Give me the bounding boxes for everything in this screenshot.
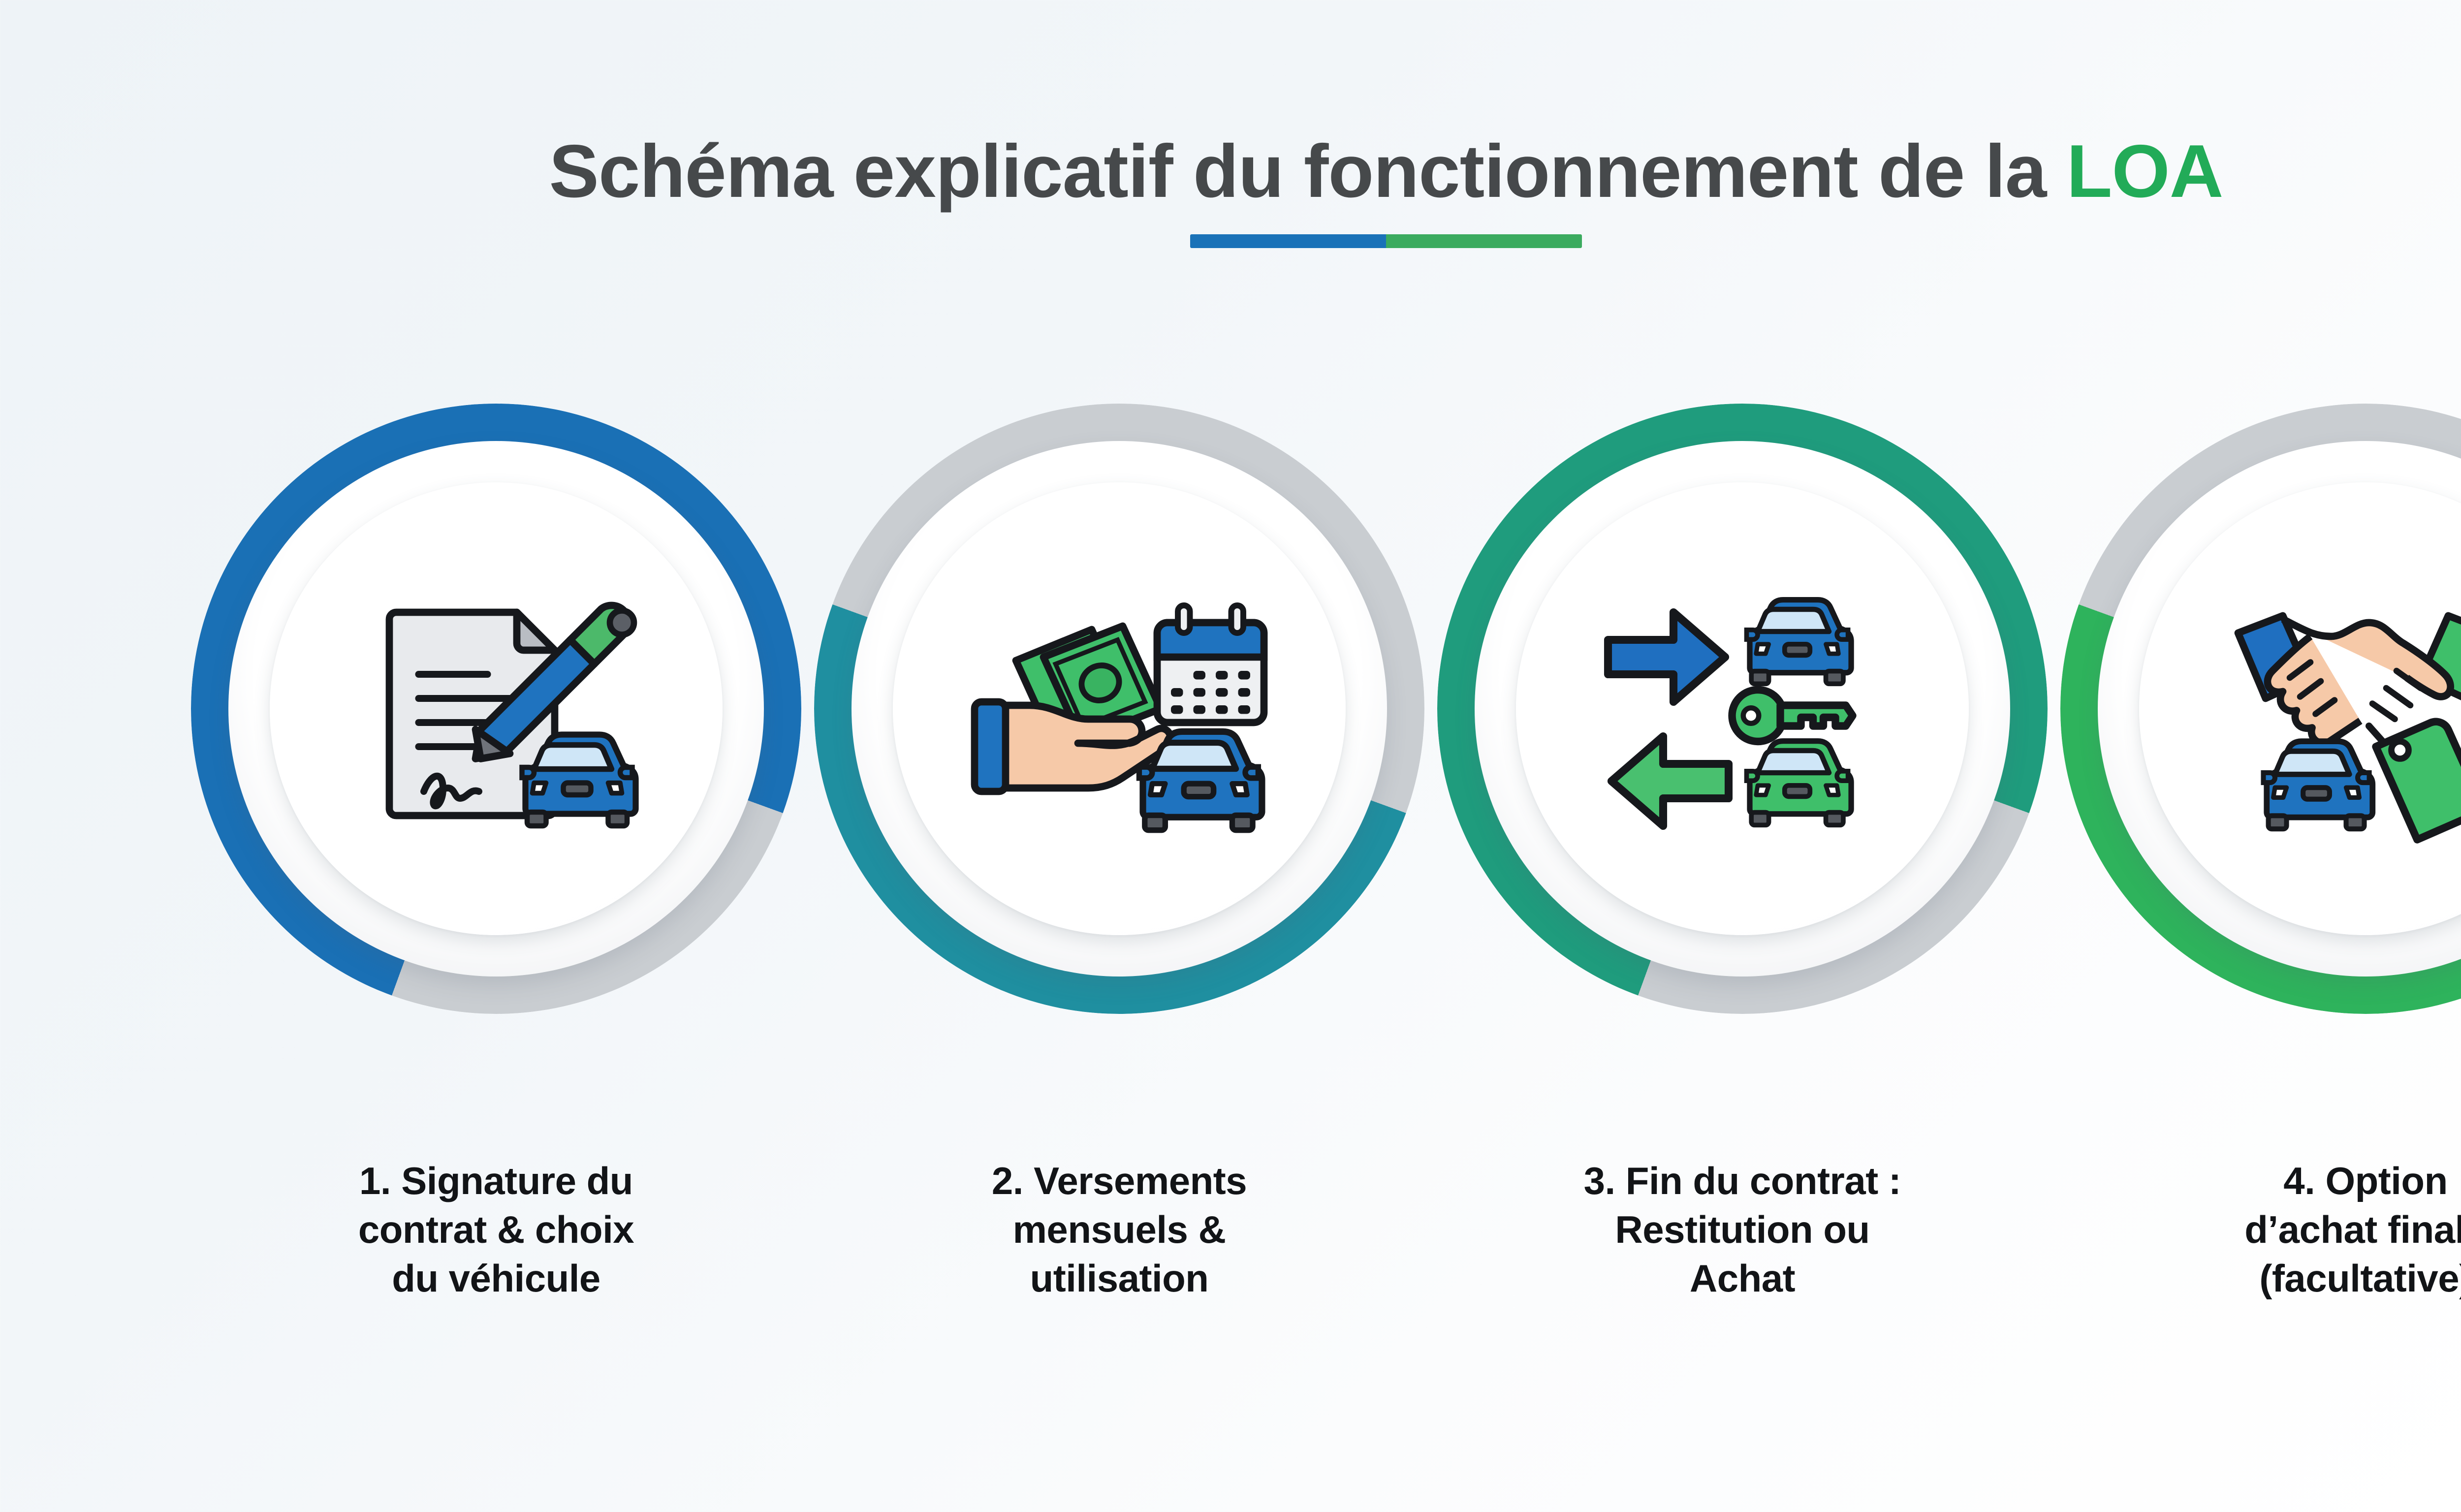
step-2-caption-line-2: mensuels & bbox=[1012, 1208, 1226, 1252]
handshake-icon bbox=[2234, 612, 2461, 747]
step-2-icon-disc bbox=[893, 482, 1346, 935]
step-4-caption-line-2: d’achat finale bbox=[2244, 1208, 2461, 1252]
page-header: Schéma explicatif du fonctionnement de l… bbox=[0, 0, 2461, 345]
pen-icon bbox=[472, 601, 637, 762]
step-4[interactable]: 4. Option d’achat finale (facultative) bbox=[2001, 404, 2461, 1477]
step-4-caption-line-1: 4. Option bbox=[2283, 1159, 2448, 1202]
page-title: Schéma explicatif du fonctionnement de l… bbox=[0, 0, 2461, 209]
step-2-ring-wrap bbox=[814, 404, 1424, 1093]
green-price-tag-icon bbox=[2366, 718, 2461, 844]
step-1-caption: 1. Signature du contrat & choix du véhic… bbox=[132, 1157, 860, 1303]
blue-car-icon bbox=[519, 731, 639, 829]
step-2-caption: 2. Versements mensuels & utilisation bbox=[755, 1157, 1483, 1303]
step-2[interactable]: 2. Versements mensuels & utilisation bbox=[755, 404, 1483, 1477]
hand-holding-money-icon bbox=[971, 698, 1174, 795]
step-4-caption: 4. Option d’achat finale (facultative) bbox=[2001, 1157, 2461, 1303]
step-3-caption-line-2: Restitution ou bbox=[1615, 1208, 1870, 1252]
blue-car-icon bbox=[1744, 597, 1854, 687]
step-2-caption-line-1: 2. Versements bbox=[991, 1159, 1247, 1202]
signature-icon bbox=[420, 772, 482, 810]
step-3-icon-disc bbox=[1516, 482, 1969, 935]
step-2-caption-line-3: utilisation bbox=[1030, 1257, 1209, 1300]
step-3[interactable]: 3. Fin du contrat : Restitution ou Achat bbox=[1378, 404, 2107, 1477]
step-3-caption: 3. Fin du contrat : Restitution ou Achat bbox=[1378, 1157, 2107, 1303]
step-4-caption-line-3: (facultative) bbox=[2259, 1257, 2461, 1300]
title-underline-left-segment bbox=[1190, 234, 1386, 248]
step-1-caption-line-1: 1. Signature du bbox=[359, 1159, 633, 1202]
step-1-icon-disc bbox=[270, 482, 723, 935]
step-4-ring-wrap bbox=[2060, 404, 2461, 1093]
title-underline bbox=[1190, 234, 1582, 248]
arrow-left-green-icon bbox=[1607, 732, 1733, 830]
calendar-icon bbox=[1153, 602, 1268, 726]
green-key-icon bbox=[1728, 686, 1857, 746]
blue-car-icon bbox=[2261, 738, 2376, 832]
title-underline-right-segment bbox=[1386, 234, 1582, 248]
page-title-accent: LOA bbox=[2066, 129, 2224, 213]
step-1-caption-line-3: du véhicule bbox=[392, 1257, 600, 1300]
green-car-icon bbox=[1744, 738, 1854, 828]
arrow-right-blue-icon bbox=[1604, 608, 1730, 706]
step-1[interactable]: 1. Signature du contrat & choix du véhic… bbox=[132, 404, 860, 1477]
blue-car-icon bbox=[1136, 728, 1265, 833]
process-steps: 1. Signature du contrat & choix du véhic… bbox=[0, 404, 2461, 1477]
step-3-ring-wrap bbox=[1437, 404, 2048, 1093]
page-title-main: Schéma explicatif du fonctionnement de l… bbox=[549, 129, 2067, 213]
step-3-caption-line-3: Achat bbox=[1689, 1257, 1796, 1300]
step-1-caption-line-2: contrat & choix bbox=[358, 1208, 634, 1252]
step-3-caption-line-1: 3. Fin du contrat : bbox=[1583, 1159, 1901, 1202]
step-1-ring-wrap bbox=[191, 404, 801, 1093]
